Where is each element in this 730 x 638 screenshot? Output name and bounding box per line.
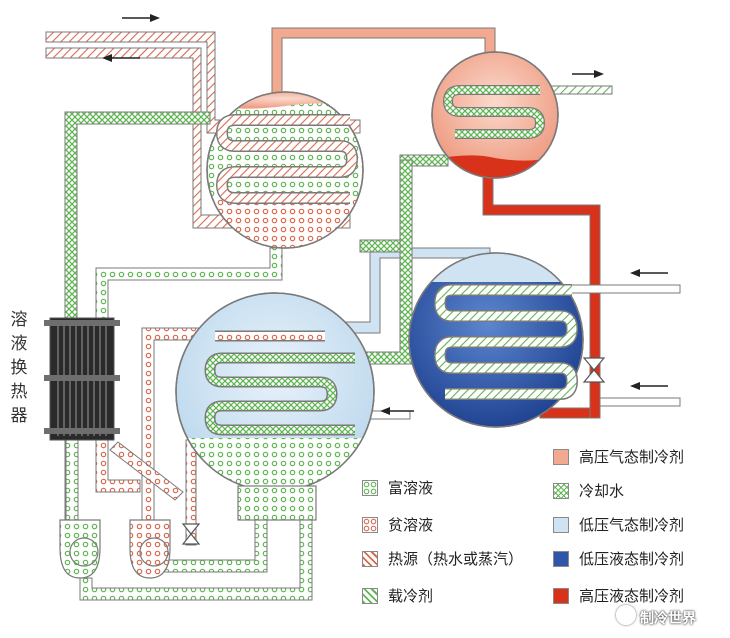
chilled-water-top-line (569, 284, 681, 294)
legend-item: 载冷剂 (362, 585, 433, 606)
arrow-left-icon (380, 407, 414, 415)
absorber (175, 292, 375, 521)
arrow-left-icon (630, 269, 668, 277)
legend-item: 高压气态制冷剂 (553, 446, 684, 467)
rich-solution-pump (59, 519, 101, 579)
heat-exchanger-label: 溶 液 换 热 器 (10, 310, 28, 426)
legend-label: 富溶液 (388, 479, 434, 497)
chilled-water-bottom-line (599, 397, 681, 407)
legend-label: 低压液态制冷剂 (579, 550, 685, 568)
legend-item: 低压液态制冷剂 (553, 548, 684, 569)
absorber-sump (237, 485, 317, 521)
lean-solution-pump (129, 519, 171, 579)
arrow-right-icon (572, 70, 604, 78)
legend-item: 富溶液 (362, 477, 433, 498)
legend-label: 载冷剂 (388, 587, 434, 605)
expansion-valve-icon (582, 357, 606, 383)
legend-item: 热源（热水或蒸汽） (362, 548, 523, 569)
legend-label: 冷却水 (579, 482, 625, 500)
solution-valve-icon (181, 523, 201, 545)
wechat-logo-icon (616, 605, 636, 625)
external-lines (364, 85, 681, 420)
condenser (431, 51, 559, 179)
legend-item: 冷却水 (553, 480, 624, 501)
watermark: 制冷世界 (640, 611, 696, 627)
arrow-left-icon (102, 54, 140, 62)
valves (181, 357, 606, 545)
legend-label: 热源（热水或蒸汽） (388, 550, 524, 568)
flow-arrows (102, 14, 668, 415)
legend-label: 贫溶液 (388, 516, 434, 534)
legend-item: 高压液态制冷剂 (553, 585, 684, 606)
legend-swatch (553, 587, 569, 604)
legend-swatch (553, 550, 569, 567)
legend-label: 低压气态制冷剂 (579, 516, 685, 534)
legend-swatch (553, 448, 569, 465)
legend-swatch (553, 516, 569, 533)
exchanger-to-absorber (109, 441, 184, 501)
solution-heat-exchanger (44, 317, 120, 441)
legend-swatch (362, 479, 378, 496)
legend-swatch (362, 516, 378, 533)
evaporator (408, 252, 584, 428)
heat-source-outlet-pipe (45, 47, 351, 229)
legend-swatch (553, 482, 569, 499)
legend-swatch (362, 550, 378, 567)
arrow-right-icon (122, 14, 160, 22)
arrow-left-icon (630, 382, 668, 390)
legend-label: 高压液态制冷剂 (579, 587, 685, 605)
legend-swatch (362, 587, 378, 604)
legend-label: 高压气态制冷剂 (579, 448, 685, 466)
legend-item: 贫溶液 (362, 514, 433, 535)
pumps (59, 519, 171, 579)
legend-item: 低压气态制冷剂 (553, 514, 684, 535)
generator (206, 91, 364, 249)
